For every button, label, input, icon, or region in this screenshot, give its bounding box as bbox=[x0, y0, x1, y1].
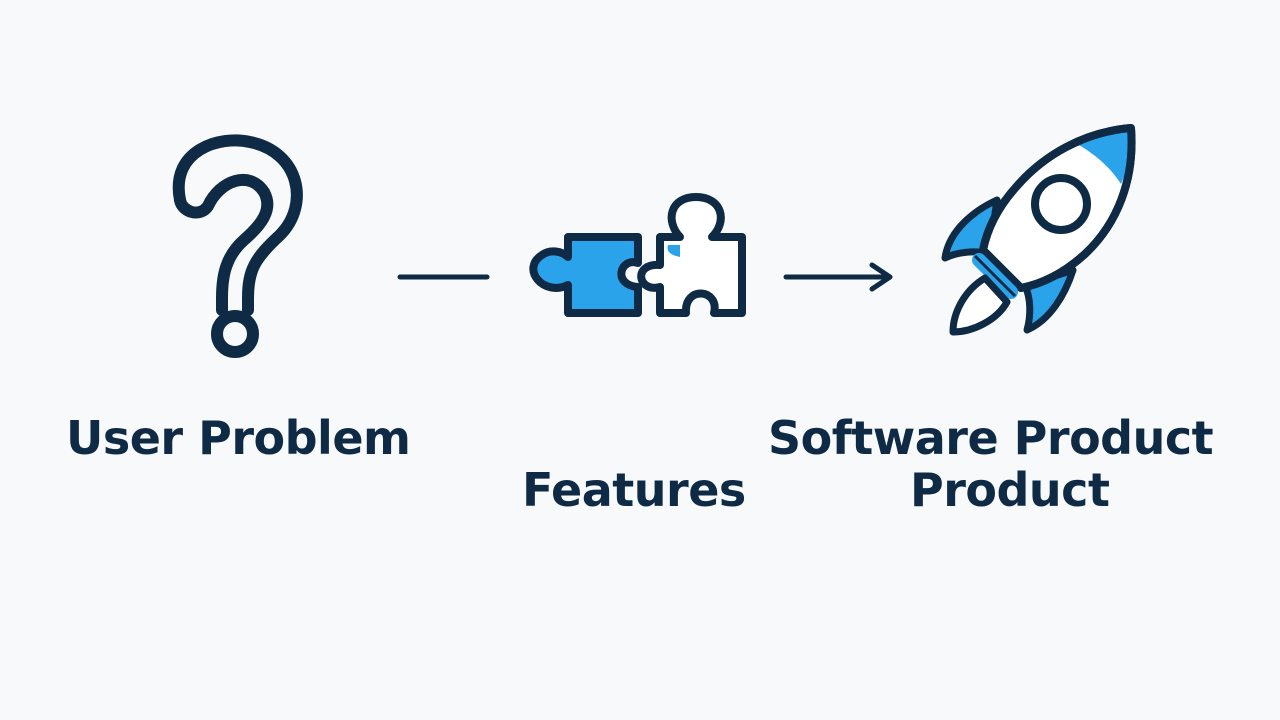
question-mark-icon bbox=[172, 134, 303, 358]
rocket-icon bbox=[941, 124, 1136, 336]
node-label-software-product: Software Product bbox=[768, 411, 1214, 465]
line-connector bbox=[397, 274, 490, 280]
node-label-user-problem: User Problem bbox=[66, 411, 411, 465]
arrow-right-icon bbox=[783, 262, 893, 292]
node-label-product: Product bbox=[910, 463, 1110, 517]
node-label-features: Features bbox=[522, 463, 746, 517]
puzzle-pieces-icon bbox=[529, 193, 746, 317]
